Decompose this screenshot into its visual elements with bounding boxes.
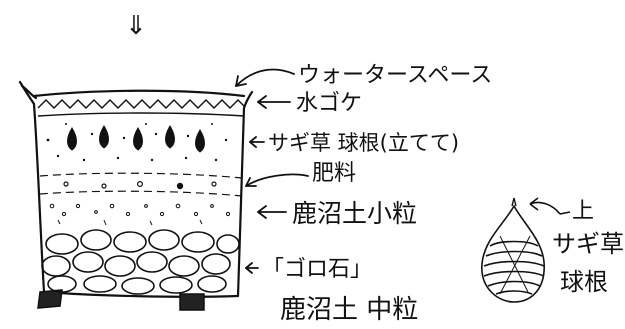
fertilizer-layer bbox=[39, 172, 243, 197]
label-moss: 水ゴケ bbox=[296, 91, 362, 116]
label-up: 上 bbox=[572, 199, 594, 224]
label-kanuma-medium: 鹿沼土 中粒 bbox=[280, 295, 418, 325]
bulb-detail-outline bbox=[481, 204, 545, 303]
label-bulbs: サギ草 球根(立てて) bbox=[268, 131, 459, 155]
pot bbox=[18, 80, 254, 298]
label-bulb-name-2: 球根 bbox=[560, 268, 608, 296]
bulb-detail bbox=[481, 197, 571, 303]
bulb-2 bbox=[99, 125, 109, 149]
label-goro-stone: 「ゴロ石」 bbox=[262, 257, 372, 282]
leader-water-space bbox=[235, 68, 295, 87]
upper-soil-dots bbox=[46, 123, 228, 162]
bulb-5 bbox=[195, 129, 205, 153]
label-fertilizer: 肥料 bbox=[312, 161, 356, 186]
bulb-3 bbox=[133, 127, 143, 151]
bulb-4 bbox=[165, 125, 175, 149]
label-water-space: ウォータースペース bbox=[298, 63, 492, 88]
label-bulb-name-1: サギ草 bbox=[552, 230, 624, 258]
leader-lines bbox=[235, 68, 309, 274]
bulbs-row bbox=[67, 125, 205, 153]
pot-feet bbox=[37, 289, 205, 311]
down-arrow-icon: ⇓ bbox=[125, 11, 147, 41]
goro-stones bbox=[41, 229, 240, 295]
moss-layer bbox=[37, 99, 245, 117]
bulb-1 bbox=[67, 127, 77, 151]
leader-fertilizer bbox=[245, 173, 309, 187]
bulb-up-arrow bbox=[529, 201, 561, 215]
small-kanuma-texture bbox=[49, 203, 231, 226]
label-kanuma-small: 鹿沼土小粒 bbox=[292, 199, 417, 228]
